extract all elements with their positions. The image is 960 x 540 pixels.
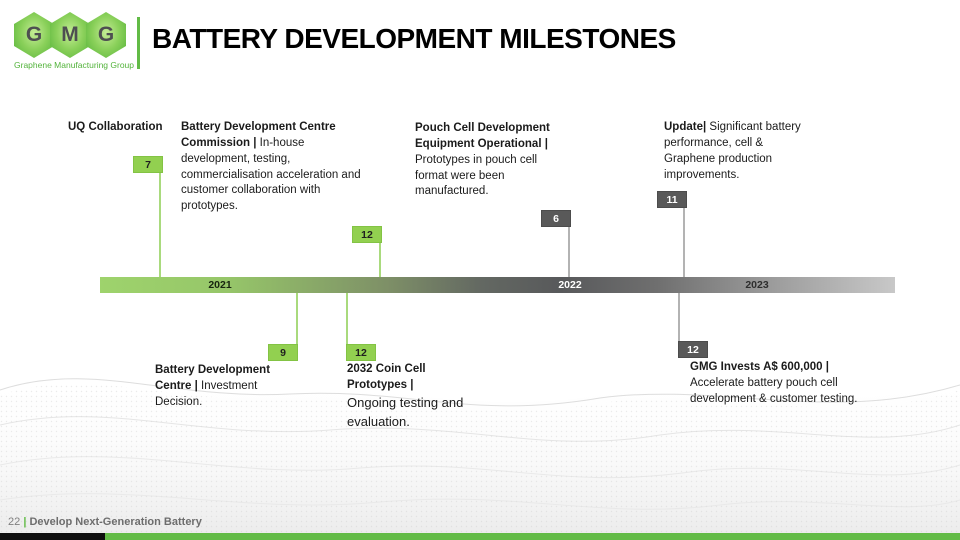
milestone-body: In-house development, testing, commercia…: [181, 136, 361, 213]
connector-line: [159, 173, 161, 277]
milestone-body: Significant battery performance, cell & …: [664, 121, 801, 181]
milestone-note-update: Update| Significant battery performance,…: [664, 120, 804, 183]
logo-hexagon: M: [50, 12, 90, 58]
connector-line: [568, 227, 570, 277]
wave-background: [0, 340, 960, 533]
milestone-title: Update|: [664, 121, 707, 133]
month-badge-6: 6: [541, 210, 571, 227]
gmg-logo: G M G Graphene Manufacturing Group: [14, 12, 136, 70]
connector-line: [379, 243, 381, 277]
milestone-note-uq-collaboration: UQ Collaboration: [68, 120, 176, 136]
milestone-title: Battery Development Centre |: [155, 364, 271, 392]
timeline-year-2022: 2022: [558, 279, 582, 291]
footer-bar-black: [0, 533, 105, 540]
timeline-year-2023: 2023: [745, 279, 769, 291]
milestone-title: 2032 Coin Cell Prototypes |: [347, 363, 426, 391]
footer-label: Develop Next-Generation Battery: [29, 516, 202, 528]
month-badge-12: 12: [346, 344, 376, 361]
milestone-body: Prototypes in pouch cell format were bee…: [415, 153, 538, 198]
month-badge-11: 11: [657, 191, 687, 208]
logo-letter: M: [61, 23, 79, 46]
month-badge-12: 12: [352, 226, 382, 243]
month-badge-7: 7: [133, 156, 163, 173]
timeline-bar: 2021 2022 2023: [100, 277, 895, 293]
connector-line: [296, 293, 298, 344]
milestone-body: Ongoing testing and evaluation.: [347, 394, 464, 429]
header-divider: [137, 17, 140, 69]
month-badge-12: 12: [678, 341, 708, 358]
milestone-note-bdc-commission: Battery Development Centre Commission | …: [181, 120, 369, 215]
milestone-title: Pouch Cell Development Equipment Operati…: [415, 122, 550, 150]
logo-hexagon: G: [86, 12, 126, 58]
milestone-note-bdc-investment: Battery Development Centre | Investment …: [155, 363, 297, 411]
wave-pattern-graphic: [0, 373, 960, 533]
connector-line: [346, 293, 348, 344]
milestone-note-coin-cell: 2032 Coin Cell Prototypes | Ongoing test…: [347, 362, 473, 431]
milestone-title: UQ Collaboration: [68, 121, 163, 133]
connector-line: [678, 293, 680, 341]
milestone-body: Accelerate battery pouch cell developmen…: [690, 376, 858, 405]
connector-line: [683, 208, 685, 277]
footer-bar-green: [105, 533, 960, 540]
month-badge-9: 9: [268, 344, 298, 361]
footer-separator: |: [23, 516, 27, 528]
footer: 22 | Develop Next-Generation Battery: [8, 516, 202, 528]
milestone-title: GMG Invests A$ 600,000 |: [690, 361, 829, 373]
page-number: 22: [8, 516, 21, 528]
milestone-note-pouch-cell-equipment: Pouch Cell Development Equipment Operati…: [415, 121, 567, 200]
logo-letter: G: [25, 23, 43, 46]
page-title: BATTERY DEVELOPMENT MILESTONES: [152, 23, 676, 54]
milestone-note-gmg-invests: GMG Invests A$ 600,000 | Accelerate batt…: [690, 360, 878, 408]
logo-letter: G: [97, 23, 115, 46]
logo-hexagon: G: [14, 12, 54, 58]
timeline-year-2021: 2021: [208, 279, 232, 291]
logo-subtitle: Graphene Manufacturing Group: [14, 60, 135, 70]
milestone-body: Investment Decision.: [155, 379, 258, 408]
logo-hexagons: G M G: [14, 12, 136, 58]
milestone-title: Battery Development Centre Commission |: [181, 121, 336, 149]
